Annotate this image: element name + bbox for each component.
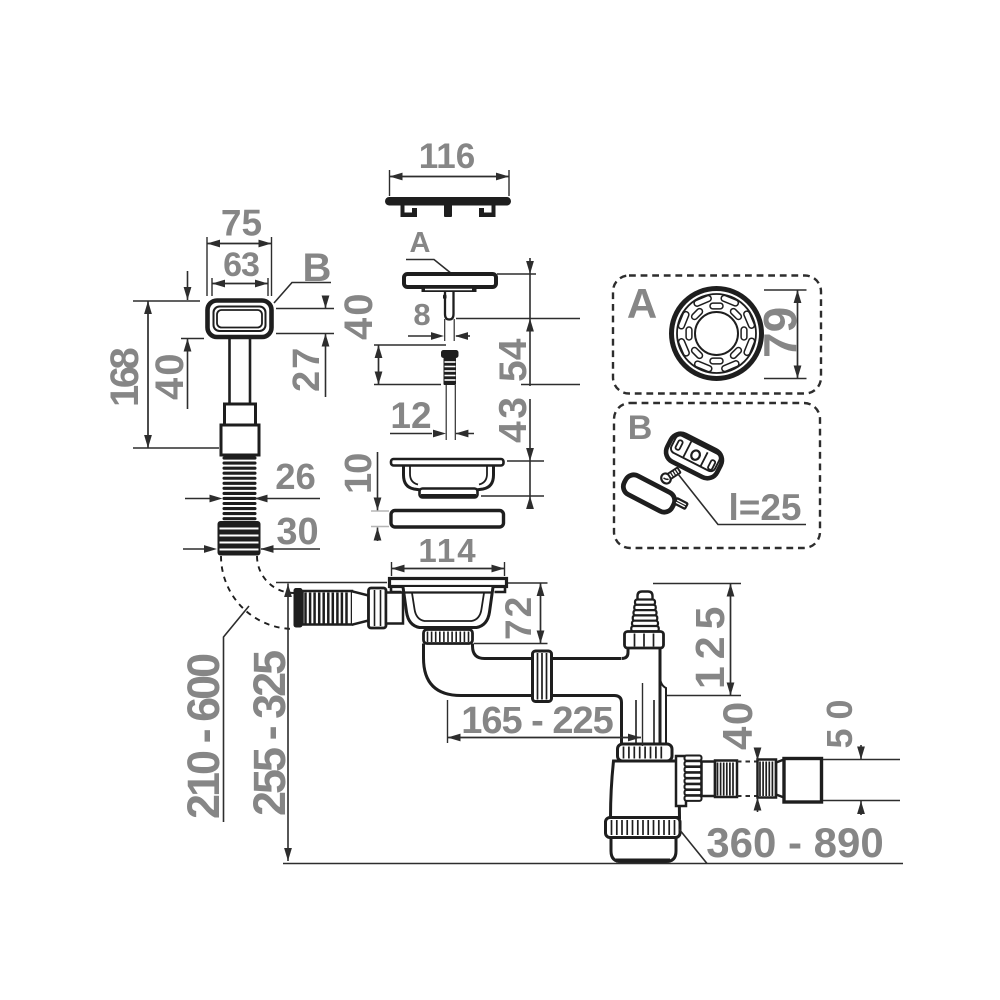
svg-text:40: 40 xyxy=(148,352,192,401)
svg-text:75: 75 xyxy=(221,203,262,244)
svg-text:255 - 325: 255 - 325 xyxy=(244,651,295,816)
svg-text:40: 40 xyxy=(714,700,761,750)
svg-text:27: 27 xyxy=(286,346,328,392)
svg-text:165 - 225: 165 - 225 xyxy=(461,700,613,742)
svg-text:30: 30 xyxy=(276,511,318,553)
svg-text:79: 79 xyxy=(754,307,806,358)
svg-text:B: B xyxy=(303,246,332,290)
svg-text:114: 114 xyxy=(418,532,477,569)
svg-text:l=25: l=25 xyxy=(728,487,801,528)
svg-text:50: 50 xyxy=(819,690,860,748)
svg-text:8: 8 xyxy=(413,297,430,332)
svg-text:360 - 890: 360 - 890 xyxy=(706,819,883,866)
svg-text:43: 43 xyxy=(492,395,535,443)
svg-text:10: 10 xyxy=(338,454,380,494)
svg-text:168: 168 xyxy=(103,348,147,407)
svg-text:125: 125 xyxy=(687,600,733,689)
svg-text:40: 40 xyxy=(337,292,381,341)
svg-text:116: 116 xyxy=(419,137,475,176)
svg-text:A: A xyxy=(627,280,657,327)
svg-text:54: 54 xyxy=(492,338,535,382)
svg-text:B: B xyxy=(628,409,653,447)
svg-text:210 - 600: 210 - 600 xyxy=(178,654,229,819)
svg-text:72: 72 xyxy=(498,595,539,640)
svg-text:26: 26 xyxy=(275,456,316,497)
svg-text:A: A xyxy=(410,227,431,259)
svg-text:63: 63 xyxy=(223,246,259,284)
svg-text:12: 12 xyxy=(390,395,431,436)
